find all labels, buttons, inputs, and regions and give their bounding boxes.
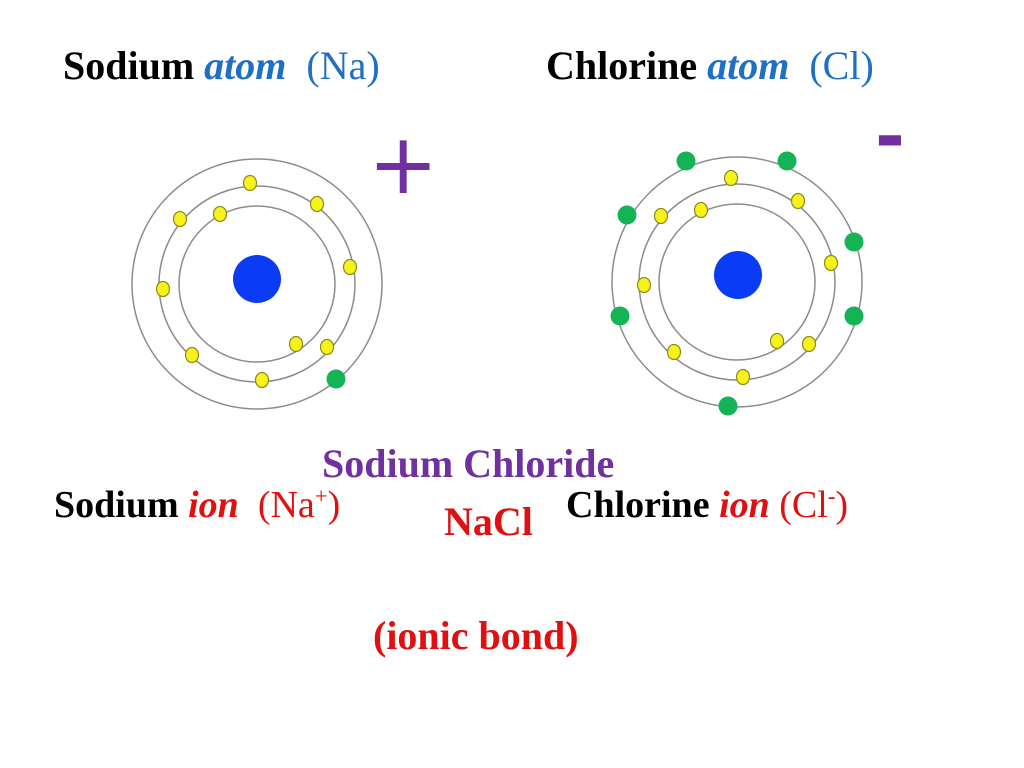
electron: [676, 151, 696, 171]
chlorine-shell-1: [658, 203, 816, 361]
chlorine-ion-element: Chlorine: [566, 484, 710, 526]
chlorine-ion-word: ion: [719, 484, 770, 526]
electron: [777, 151, 797, 171]
electron: [666, 343, 682, 361]
electron: [844, 232, 864, 252]
electron: [790, 192, 806, 210]
compound-name: Sodium Chloride: [322, 441, 615, 486]
electron: [155, 280, 171, 298]
sodium-atom-symbol: (Na): [306, 43, 380, 88]
chlorine-nucleus: [714, 251, 762, 299]
electron: [735, 368, 751, 386]
electron: [617, 205, 637, 225]
sodium-atom: [131, 158, 383, 410]
sodium-ion-charge: +: [314, 483, 328, 509]
electron: [718, 396, 738, 416]
electron: [823, 254, 839, 272]
electron: [610, 306, 630, 326]
sodium-ion-symbol-text: (Na: [257, 484, 315, 526]
sodium-valence-electron: [326, 369, 346, 389]
sodium-atom-element: Sodium: [63, 43, 195, 88]
sodium-shell-1: [178, 205, 336, 363]
chlorine-ion-symbol: (Cl-): [779, 484, 848, 526]
electron: [636, 276, 652, 294]
chlorine-charge-sign: -: [875, 94, 905, 178]
sodium-charge-sign: +: [368, 115, 439, 213]
electron: [184, 346, 200, 364]
sodium-ion-symbol-close: ): [327, 484, 341, 526]
electron: [319, 338, 335, 356]
chlorine-ion-symbol-close: ): [835, 484, 849, 526]
chlorine-atom-title: Chlorine atom (Cl): [546, 46, 874, 86]
electron: [693, 201, 709, 219]
sodium-atom-title: Sodium atom (Na): [63, 46, 380, 86]
sodium-ion-word: ion: [188, 484, 239, 526]
chlorine-valence-electrons: [610, 151, 864, 416]
electron: [342, 258, 358, 276]
chlorine-atom-element: Chlorine: [546, 43, 698, 88]
sodium-atom-word: atom: [204, 43, 287, 88]
compound-formula: NaCl: [444, 499, 533, 544]
electron: [769, 332, 785, 350]
sodium-nucleus: [233, 255, 281, 303]
chlorine-ion-charge: -: [827, 483, 836, 509]
sodium-shell-3: [131, 158, 383, 410]
chlorine-atom-word: atom: [707, 43, 790, 88]
electron: [172, 210, 188, 228]
sodium-ion-element: Sodium: [54, 484, 179, 526]
electron: [723, 169, 739, 187]
electron: [242, 174, 258, 192]
sodium-ion-symbol: (Na+): [258, 484, 340, 526]
bond-type-label: (ionic bond): [373, 613, 579, 658]
sodium-inner-electrons: [155, 174, 358, 389]
chlorine-atom-symbol: (Cl): [809, 43, 874, 88]
chlorine-ion-symbol-text: (Cl: [779, 484, 828, 526]
chlorine-atom: [610, 151, 864, 416]
chlorine-ion-label: Chlorine ion (Cl-): [566, 484, 848, 526]
electron: [212, 205, 228, 223]
electron: [254, 371, 270, 389]
electron: [288, 335, 304, 353]
electron: [844, 306, 864, 326]
electron: [653, 207, 669, 225]
electron: [801, 335, 817, 353]
chlorine-inner-electrons: [636, 169, 839, 386]
sodium-ion-label: Sodium ion (Na+): [54, 484, 340, 526]
electron: [309, 195, 325, 213]
